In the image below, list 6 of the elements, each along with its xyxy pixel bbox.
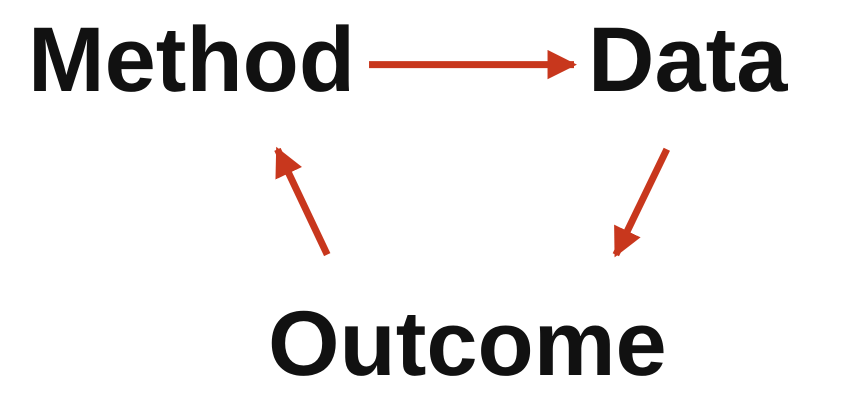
node-label: Data (588, 14, 788, 106)
node-label: Outcome (268, 298, 667, 390)
arrow (274, 146, 330, 256)
arrow (612, 148, 670, 258)
arrow (369, 50, 577, 80)
node-label: Method (28, 14, 356, 106)
